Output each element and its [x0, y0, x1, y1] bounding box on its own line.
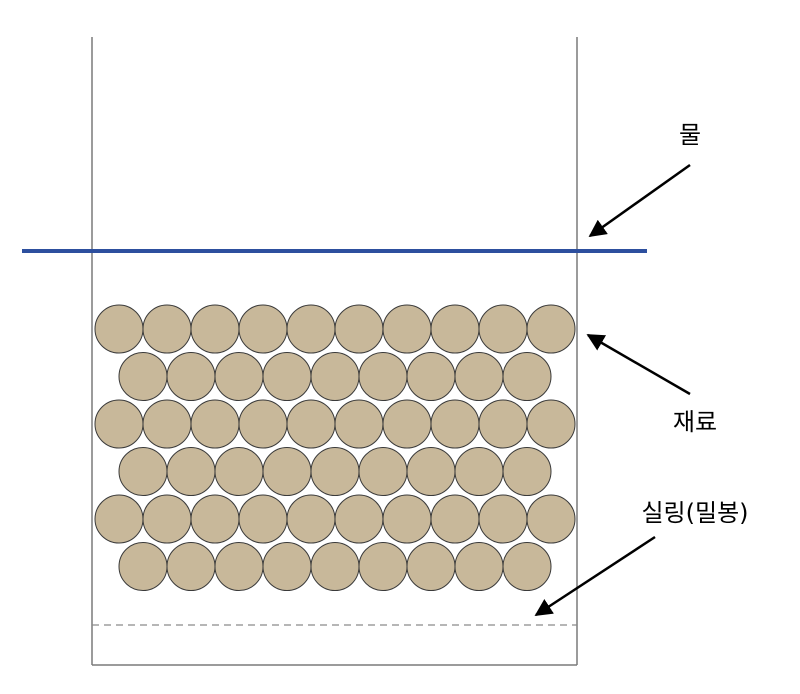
particle [166, 352, 216, 401]
particle [334, 399, 384, 449]
particle [310, 352, 360, 401]
particle [478, 399, 528, 449]
particle [526, 304, 576, 354]
particle [286, 494, 336, 544]
particle [430, 304, 480, 354]
particle [502, 447, 552, 496]
particle [334, 494, 384, 544]
particle [214, 352, 264, 401]
water-arrow [588, 163, 691, 238]
particle [142, 304, 192, 354]
sealing-arrow [534, 535, 656, 617]
particle [406, 352, 456, 401]
particle [262, 352, 312, 401]
particle [166, 447, 216, 496]
particle [214, 542, 264, 591]
particle [502, 542, 552, 591]
particle [502, 352, 552, 401]
particle [358, 352, 408, 401]
particle [382, 399, 432, 449]
particle [382, 304, 432, 354]
particle [286, 399, 336, 449]
particle [190, 494, 240, 544]
particle [358, 447, 408, 496]
particle [454, 352, 504, 401]
water-label: 물 [679, 121, 701, 149]
particle [430, 494, 480, 544]
material-particles [94, 304, 576, 591]
particle [190, 399, 240, 449]
particle [190, 304, 240, 354]
particle [118, 447, 168, 496]
particle [526, 494, 576, 544]
particle [238, 494, 288, 544]
particle [430, 399, 480, 449]
particle [262, 542, 312, 591]
particle [94, 399, 144, 449]
particle [334, 304, 384, 354]
particle [166, 542, 216, 591]
particle [262, 447, 312, 496]
particle [478, 304, 528, 354]
particle [214, 447, 264, 496]
material-label: 재료 [673, 408, 717, 436]
particle [454, 447, 504, 496]
particle [238, 304, 288, 354]
particle [454, 542, 504, 591]
material-arrow [586, 333, 691, 396]
particle [142, 494, 192, 544]
particle [310, 542, 360, 591]
particle [406, 542, 456, 591]
particle [118, 542, 168, 591]
particle [118, 352, 168, 401]
particle [310, 447, 360, 496]
particle [286, 304, 336, 354]
particle [94, 304, 144, 354]
particle [406, 447, 456, 496]
sealing-label: 실링(밀봉) [641, 499, 748, 527]
particle [94, 494, 144, 544]
particle [142, 399, 192, 449]
particle [238, 399, 288, 449]
particle [358, 542, 408, 591]
particle [526, 399, 576, 449]
particle [382, 494, 432, 544]
particle [478, 494, 528, 544]
